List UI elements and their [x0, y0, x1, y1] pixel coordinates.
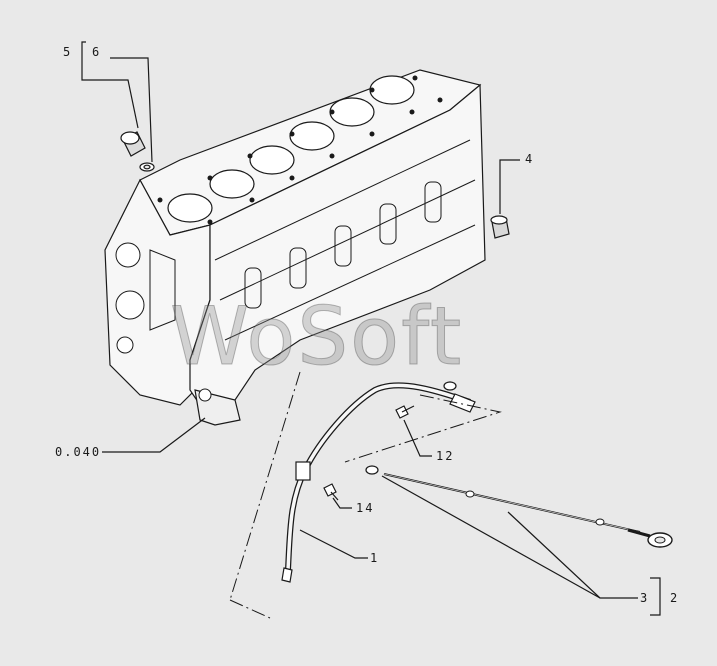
deck-holes: [157, 75, 443, 225]
watermark-text: WoSoft: [169, 290, 464, 384]
dipstick-tube: [281, 382, 476, 583]
side-plug: [490, 215, 510, 239]
block-side-details: [115, 139, 476, 402]
callout-4: 4: [525, 152, 535, 166]
cylinder-bores: [167, 75, 415, 223]
callout-1: 1: [370, 551, 380, 565]
callout-0040: 0.040: [55, 445, 102, 459]
callout-14: 14: [356, 501, 375, 515]
bolt-12: [395, 405, 415, 419]
tube-washer: [443, 381, 457, 391]
callout-2: 2: [670, 591, 680, 605]
axis-lines: [229, 371, 502, 619]
dipstick: [365, 465, 673, 548]
bolt-14: [323, 483, 339, 501]
callout-5: 5: [63, 45, 73, 59]
plug-part: [120, 131, 155, 172]
leader-lines: [81, 41, 661, 616]
callout-12: 12: [436, 449, 455, 463]
callout-3: 3: [640, 591, 650, 605]
callout-6: 6: [92, 45, 102, 59]
